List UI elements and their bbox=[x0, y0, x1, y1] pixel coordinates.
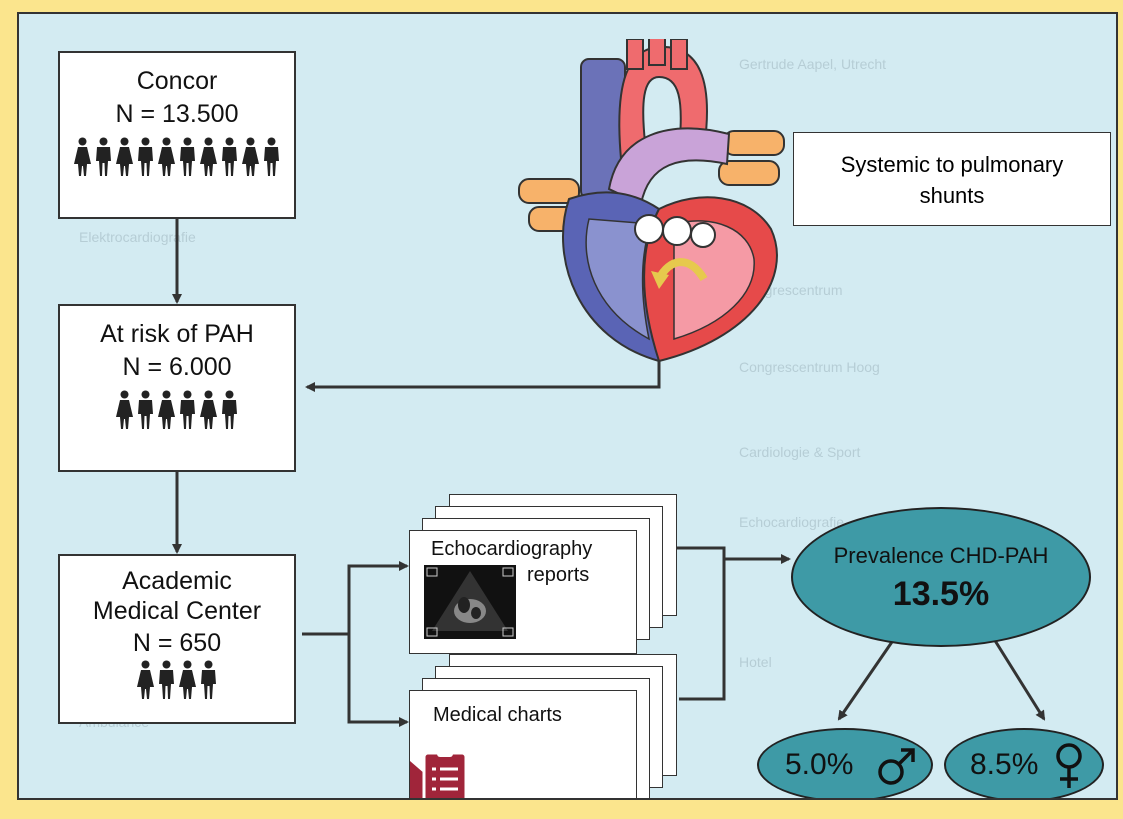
female-person-icon bbox=[74, 137, 91, 176]
prevalence-label: Prevalence CHD-PAH bbox=[833, 543, 1049, 568]
concor-box: Concor N = 13.500 bbox=[58, 51, 296, 219]
diagram-panel: Gertrude Aapel, Utrecht ECG Congrescentr… bbox=[17, 12, 1118, 800]
male-person-icon bbox=[201, 660, 216, 699]
amc-box: Academic Medical Center N = 650 bbox=[58, 554, 296, 724]
arrow-amc-to-echo bbox=[302, 561, 409, 636]
shunts-label-box: Systemic to pulmonary shunts bbox=[793, 132, 1111, 226]
male-person-icon bbox=[222, 390, 237, 429]
echo-label-line2: reports bbox=[527, 564, 590, 586]
amc-title-line2: Medical Center bbox=[92, 597, 262, 625]
male-person-icon bbox=[138, 390, 153, 429]
female-person-icon bbox=[179, 660, 196, 699]
medical-charts-stack: Medical charts bbox=[409, 654, 679, 798]
bracket-docs bbox=[677, 546, 726, 701]
female-person-icon bbox=[116, 137, 133, 176]
charts-label: Medical charts bbox=[433, 704, 562, 726]
male-person-icon bbox=[96, 137, 111, 176]
male-prevalence-ellipse: 5.0% bbox=[757, 728, 933, 798]
medical-chart-front bbox=[409, 690, 637, 798]
amc-count: N = 650 bbox=[132, 629, 222, 657]
female-person-icon bbox=[200, 390, 217, 429]
people-icons bbox=[60, 137, 294, 177]
arrow-to-male bbox=[837, 638, 896, 721]
shunts-line1: Systemic to pulmonary bbox=[840, 152, 1064, 177]
female-person-icon bbox=[158, 390, 175, 429]
heart-anatomy-icon bbox=[518, 39, 785, 363]
concor-title: Concor bbox=[136, 67, 218, 95]
male-prevalence-value: 5.0% bbox=[785, 748, 854, 781]
male-person-icon bbox=[159, 660, 174, 699]
clipboard-icon bbox=[410, 747, 468, 798]
female-symbol-icon bbox=[1056, 743, 1082, 788]
echo-report-front bbox=[409, 530, 637, 654]
arrow-to-female bbox=[992, 638, 1046, 721]
male-person-icon bbox=[264, 137, 279, 176]
female-person-icon bbox=[158, 137, 175, 176]
prevalence-ellipse: Prevalence CHD-PAH 13.5% bbox=[791, 507, 1091, 647]
male-person-icon bbox=[180, 390, 195, 429]
female-person-icon bbox=[200, 137, 217, 176]
female-person-icon bbox=[116, 390, 133, 429]
connector-arrows bbox=[172, 219, 1046, 727]
male-person-icon bbox=[180, 137, 195, 176]
arrow-amc-to-charts bbox=[347, 634, 409, 727]
people-icons bbox=[60, 390, 294, 430]
at-risk-box: At risk of PAH N = 6.000 bbox=[58, 304, 296, 472]
concor-count: N = 13.500 bbox=[115, 100, 239, 128]
echo-label-line1: Echocardiography bbox=[431, 538, 593, 560]
female-prevalence-value: 8.5% bbox=[970, 748, 1039, 781]
at-risk-count: N = 6.000 bbox=[122, 353, 232, 381]
shunts-line2: shunts bbox=[919, 183, 985, 208]
prevalence-value: 13.5% bbox=[892, 575, 990, 613]
female-prevalence-ellipse: 8.5% bbox=[944, 728, 1104, 798]
people-icons bbox=[60, 660, 294, 700]
at-risk-title: At risk of PAH bbox=[100, 320, 254, 348]
echo-reports-stack: Echocardiography reports bbox=[409, 494, 679, 654]
female-person-icon bbox=[242, 137, 259, 176]
female-person-icon bbox=[137, 660, 154, 699]
male-person-icon bbox=[222, 137, 237, 176]
ultrasound-image-icon bbox=[424, 565, 516, 639]
male-person-icon bbox=[138, 137, 153, 176]
male-symbol-icon bbox=[878, 748, 915, 785]
amc-title-line1: Academic bbox=[122, 567, 232, 595]
